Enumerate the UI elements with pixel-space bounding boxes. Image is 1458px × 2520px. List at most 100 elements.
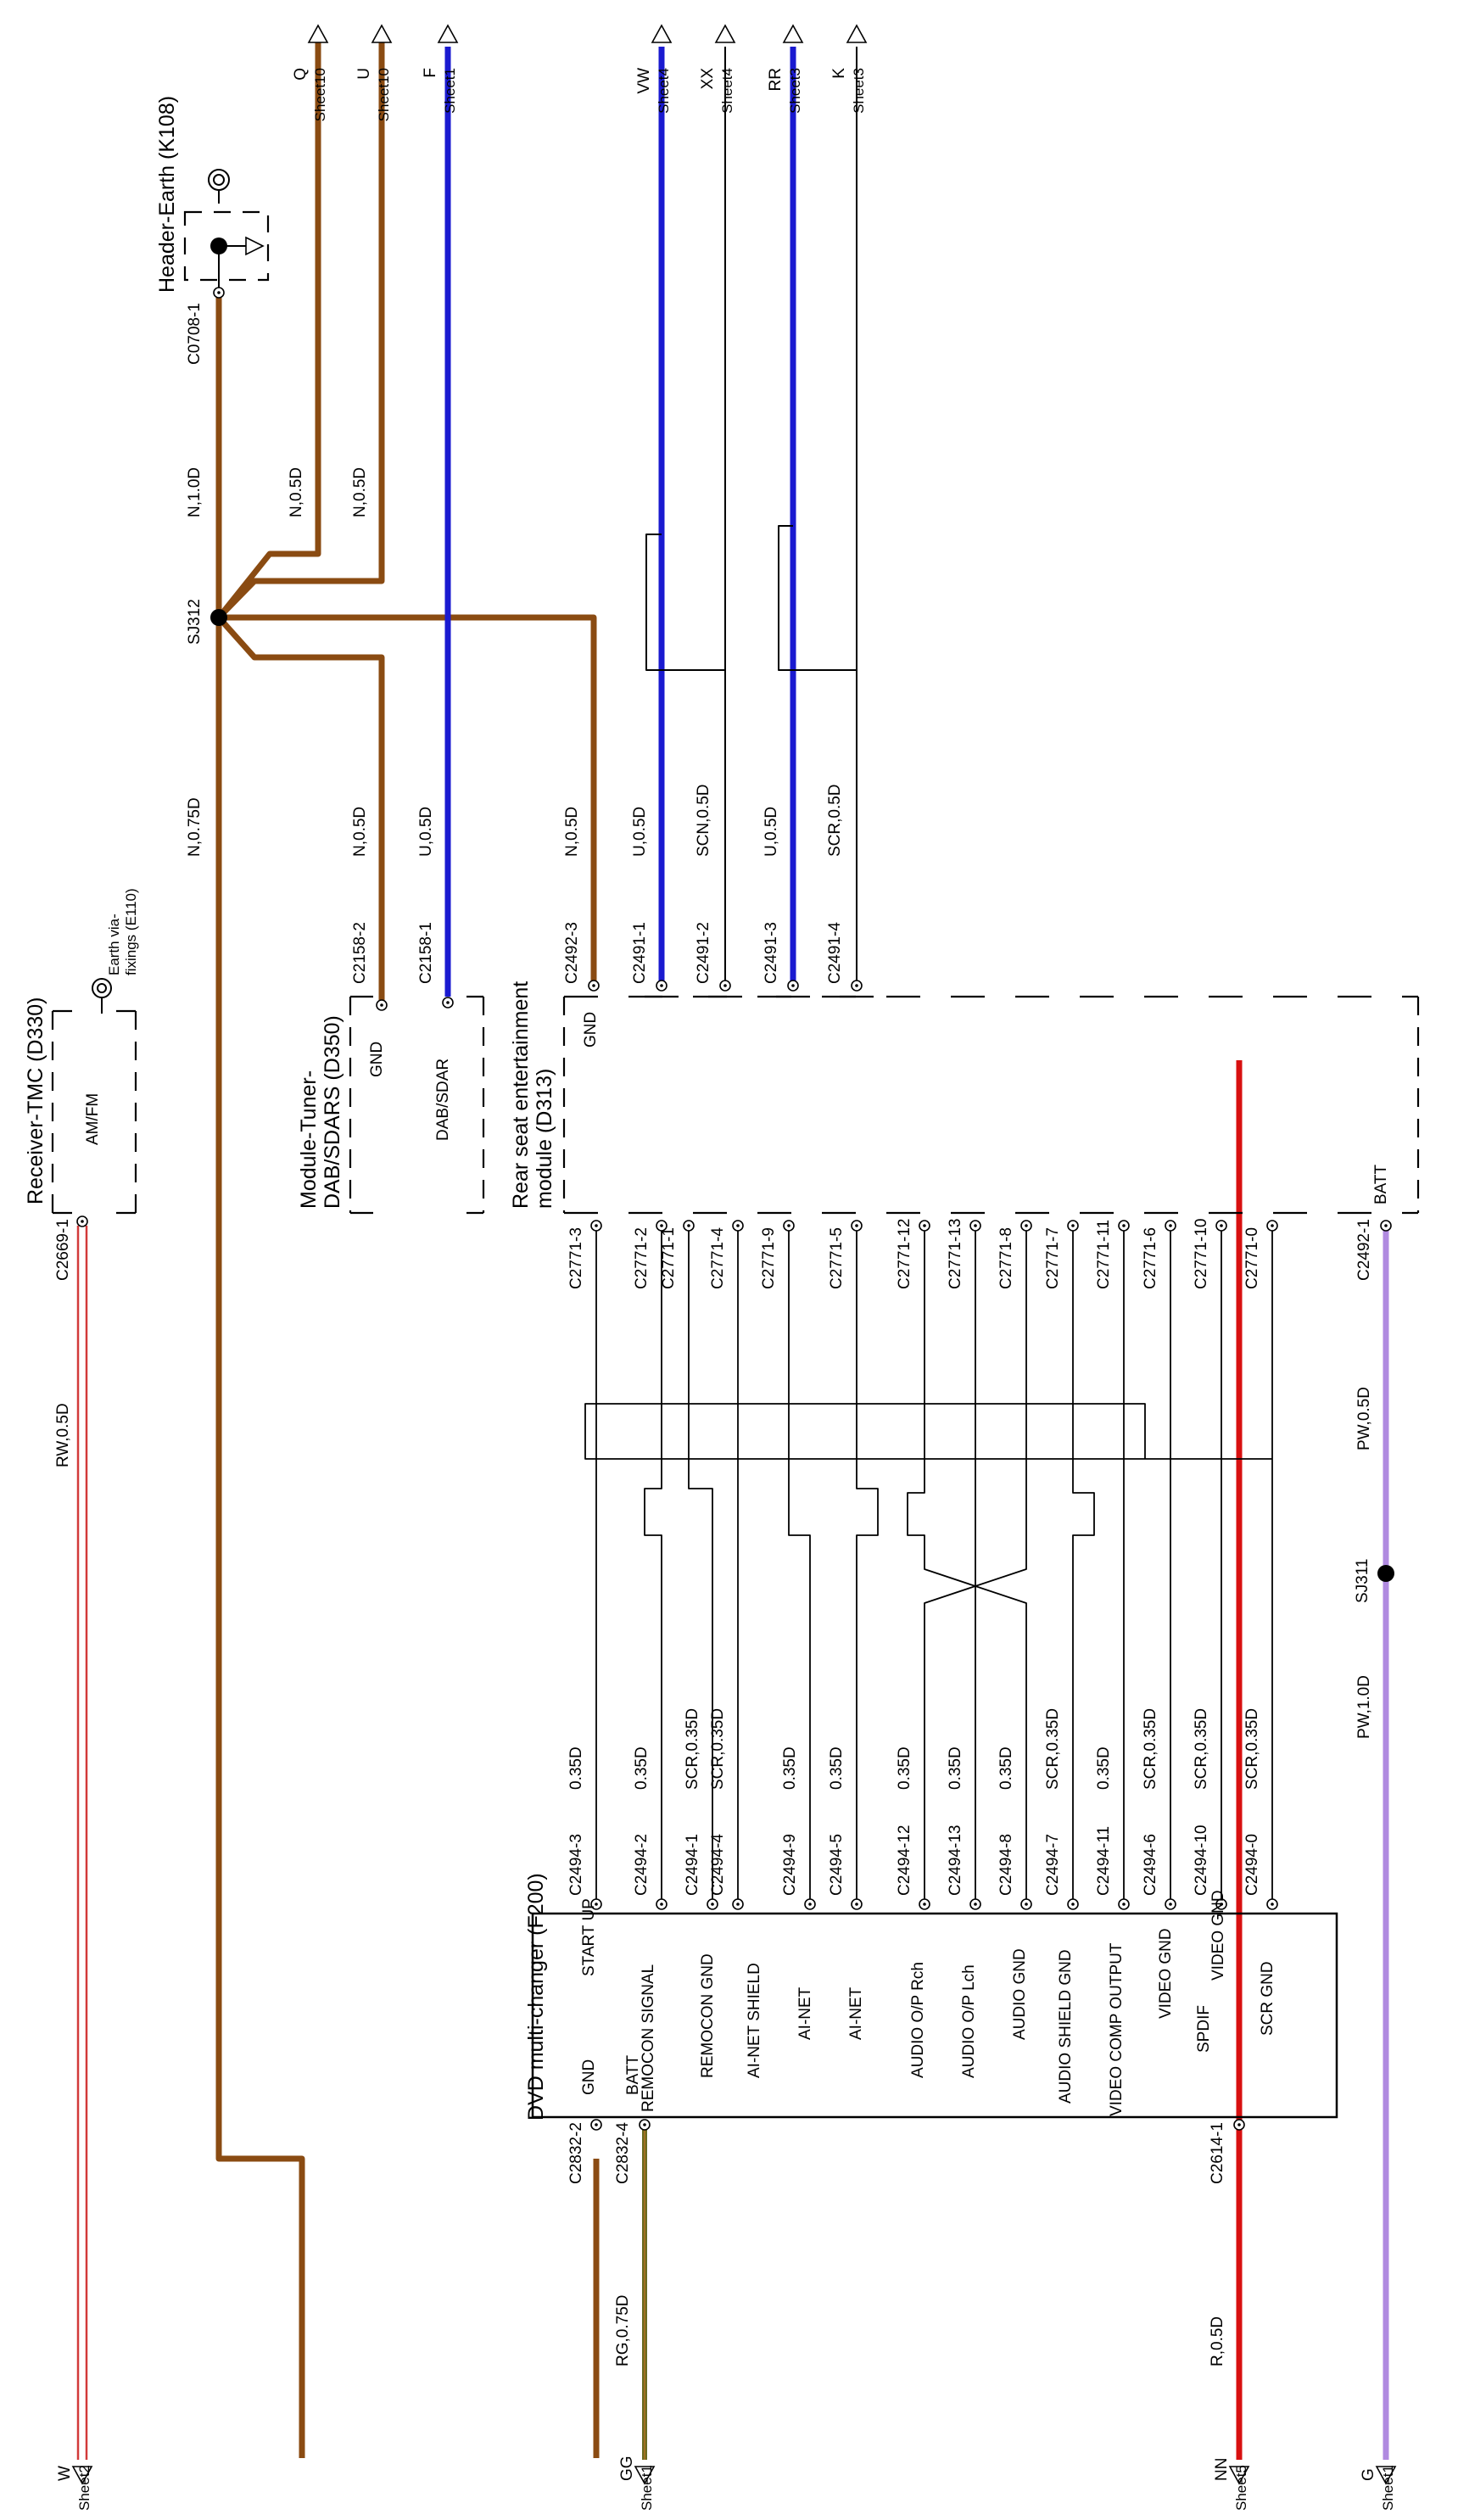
- offsheet-bottom-sheet-1: Sheet2: [76, 2465, 92, 2511]
- wire-to-xx: [645, 47, 726, 671]
- pin-dvd-1-center: [595, 1903, 598, 1906]
- wire-spec-16: R,0.5D: [1209, 2316, 1226, 2366]
- offsheet-bottom-letter-2: GG: [618, 2456, 636, 2481]
- pin-c0708-1-center: [217, 291, 221, 294]
- dvd-pin-batt: BATT: [624, 2054, 642, 2095]
- pin-dvd-13-center: [1220, 1903, 1223, 1906]
- wire-to-q: [216, 42, 321, 620]
- offsheet-arrow-top-4: [651, 24, 673, 43]
- pin-dvd-14-center: [1271, 1903, 1274, 1906]
- pin-rse-9-center: [1025, 1224, 1028, 1227]
- receiver-earth-note: Earth via-fixings (E110): [106, 888, 139, 975]
- wire-spec-11: U,0.5D: [763, 807, 780, 857]
- connector-label-1: C2669-1: [54, 1219, 72, 1281]
- wire-to-k: [778, 47, 857, 671]
- wire-spec-dvd-5: 0.35D: [781, 1746, 799, 1790]
- earth-bus-wire: [215, 617, 305, 2458]
- splice-sj312: [210, 609, 227, 626]
- offsheet-bottom-sheet-4: Sheet1: [1380, 2465, 1396, 2511]
- connector-c2771-3: C2771-1: [660, 1227, 678, 1289]
- tuner-title: Module-Tuner-DAB/SDARS (D350): [297, 1015, 344, 1209]
- dvd-pin-ai-net-2: AI-NET: [847, 1986, 865, 2040]
- dvd-pin-audio-op-rch: AUDIO O/P Rch: [909, 1962, 927, 2078]
- dvd-pin-spdif: SPDIF: [1195, 2005, 1213, 2053]
- bundle-wire-7: [907, 1226, 1027, 1900]
- offsheet-top-sheet-4: Sheet4: [656, 68, 672, 114]
- pin-rse-10-center: [1071, 1224, 1075, 1227]
- connector-c2494-9: C2494-8: [997, 1834, 1015, 1896]
- connector-c2494-2: C2494-2: [633, 1834, 651, 1896]
- offsheet-arrow-top-5: [714, 24, 736, 43]
- tuner-pin-dab: DAB/SDAR: [434, 1059, 452, 1141]
- offsheet-top-sheet-2: Sheet10: [376, 68, 392, 121]
- offsheet-arrow-top-6: [782, 24, 804, 43]
- wire-spec-dvd-8: 0.35D: [947, 1746, 964, 1790]
- splice-label-sj311: SJ311: [1354, 1559, 1371, 1603]
- pin-rse-1-center: [595, 1224, 598, 1227]
- receiver-title: Receiver-TMC (D330): [24, 997, 47, 1204]
- connector-c2771-10: C2771-7: [1044, 1227, 1062, 1289]
- connector-c2494-12: C2494-6: [1142, 1834, 1159, 1896]
- bundle-wire-9: [924, 1226, 1027, 1900]
- connector-label-8: C2491-3: [763, 922, 780, 984]
- connector-c2771-5: C2771-9: [760, 1227, 778, 1289]
- pin-rse-11-center: [1122, 1224, 1126, 1227]
- rse-pin-batt: BATT: [1372, 1164, 1390, 1204]
- wire-spec-dvd-13: SCR,0.35D: [1193, 1708, 1210, 1790]
- dvd-pin-scr-gnd: SCR GND: [1259, 1961, 1276, 2036]
- offsheet-top-letter-3: F: [422, 68, 439, 78]
- offsheet-arrow-top-2: [371, 24, 393, 43]
- wire-spec-1: RW,0.5D: [54, 1403, 72, 1467]
- wire-to-u: [216, 42, 385, 620]
- offsheet-bottom-letter-3: NN: [1213, 2458, 1231, 2481]
- wire-spec-4: N,0.5D: [351, 467, 369, 517]
- wire-to-tuner-gnd: [216, 615, 385, 1009]
- connector-label-10: C2492-1: [1355, 1219, 1373, 1281]
- connector-c2771-13: C2771-10: [1193, 1219, 1210, 1289]
- rse-title: Rear seat entertainmentmodule (D313): [509, 981, 556, 1209]
- wire-spec-15: RG,0.75D: [614, 2295, 632, 2366]
- wire-spec-dvd-9: 0.35D: [997, 1746, 1015, 1790]
- connector-c2771-14: C2771-0: [1243, 1227, 1261, 1289]
- pin-c2669-1-center: [81, 1220, 84, 1223]
- connector-label-6: C2491-1: [631, 922, 649, 984]
- wire-spec-2: N,1.0D: [186, 467, 204, 517]
- pin-dvd-7-center: [923, 1903, 926, 1906]
- offsheet-bottom-letter-1: W: [56, 2466, 74, 2481]
- offsheet-arrow-bottom-1: [71, 2466, 93, 2485]
- connector-c2494-11: C2494-11: [1095, 1826, 1113, 1896]
- connector-c2494-7: C2494-12: [896, 1825, 913, 1896]
- dvd-pin-audio-shield-gnd: AUDIO SHIELD GND: [1057, 1949, 1075, 2104]
- offsheet-top-letter-7: K: [830, 68, 848, 79]
- wire-spec-dvd-14: SCR,0.35D: [1243, 1708, 1261, 1790]
- connector-label-7: C2491-2: [695, 922, 712, 984]
- connector-c2494-5: C2494-9: [781, 1834, 799, 1896]
- connector-c2771-6: C2771-5: [828, 1227, 846, 1289]
- connector-label-5: C2492-3: [563, 922, 581, 984]
- bundle-wire-6: [856, 1226, 879, 1900]
- offsheet-bottom-sheet-3: Sheet5: [1233, 2465, 1249, 2511]
- earth-ring-inner: [213, 174, 225, 186]
- pin-rse-6-center: [855, 1224, 858, 1227]
- connector-c2771-7: C2771-12: [896, 1219, 913, 1289]
- pin-dvd-4-center: [736, 1903, 740, 1906]
- wire-spec-dvd-11: 0.35D: [1095, 1746, 1113, 1790]
- wire-spec-dvd-3: SCR,0.35D: [684, 1708, 701, 1790]
- wire-spec-13: PW,0.5D: [1355, 1387, 1373, 1450]
- offsheet-top-sheet-3: Sheet1: [442, 68, 458, 114]
- connector-c2494-1: C2494-3: [567, 1834, 585, 1896]
- offsheet-top-letter-2: U: [355, 68, 373, 80]
- wire-spec-12: SCR,0.5D: [826, 784, 844, 857]
- connector-label-4: C2158-1: [417, 922, 435, 984]
- connector-label-11: C2832-2: [567, 2122, 585, 2184]
- connector-label-9: C2491-4: [826, 922, 844, 984]
- header-earth-node: [210, 237, 227, 254]
- connector-c2771-2: C2771-2: [633, 1227, 651, 1289]
- connector-c2771-12: C2771-6: [1142, 1227, 1159, 1289]
- connector-c2494-14: C2494-0: [1243, 1834, 1261, 1896]
- pin-rse-7-center: [923, 1224, 926, 1227]
- header-earth-title: Header-Earth (K108): [155, 96, 179, 293]
- wire-spec-9: U,0.5D: [631, 807, 649, 857]
- dvd-title: DVD multi-changer (F200): [524, 1873, 548, 2120]
- connector-c2494-8: C2494-13: [947, 1825, 964, 1896]
